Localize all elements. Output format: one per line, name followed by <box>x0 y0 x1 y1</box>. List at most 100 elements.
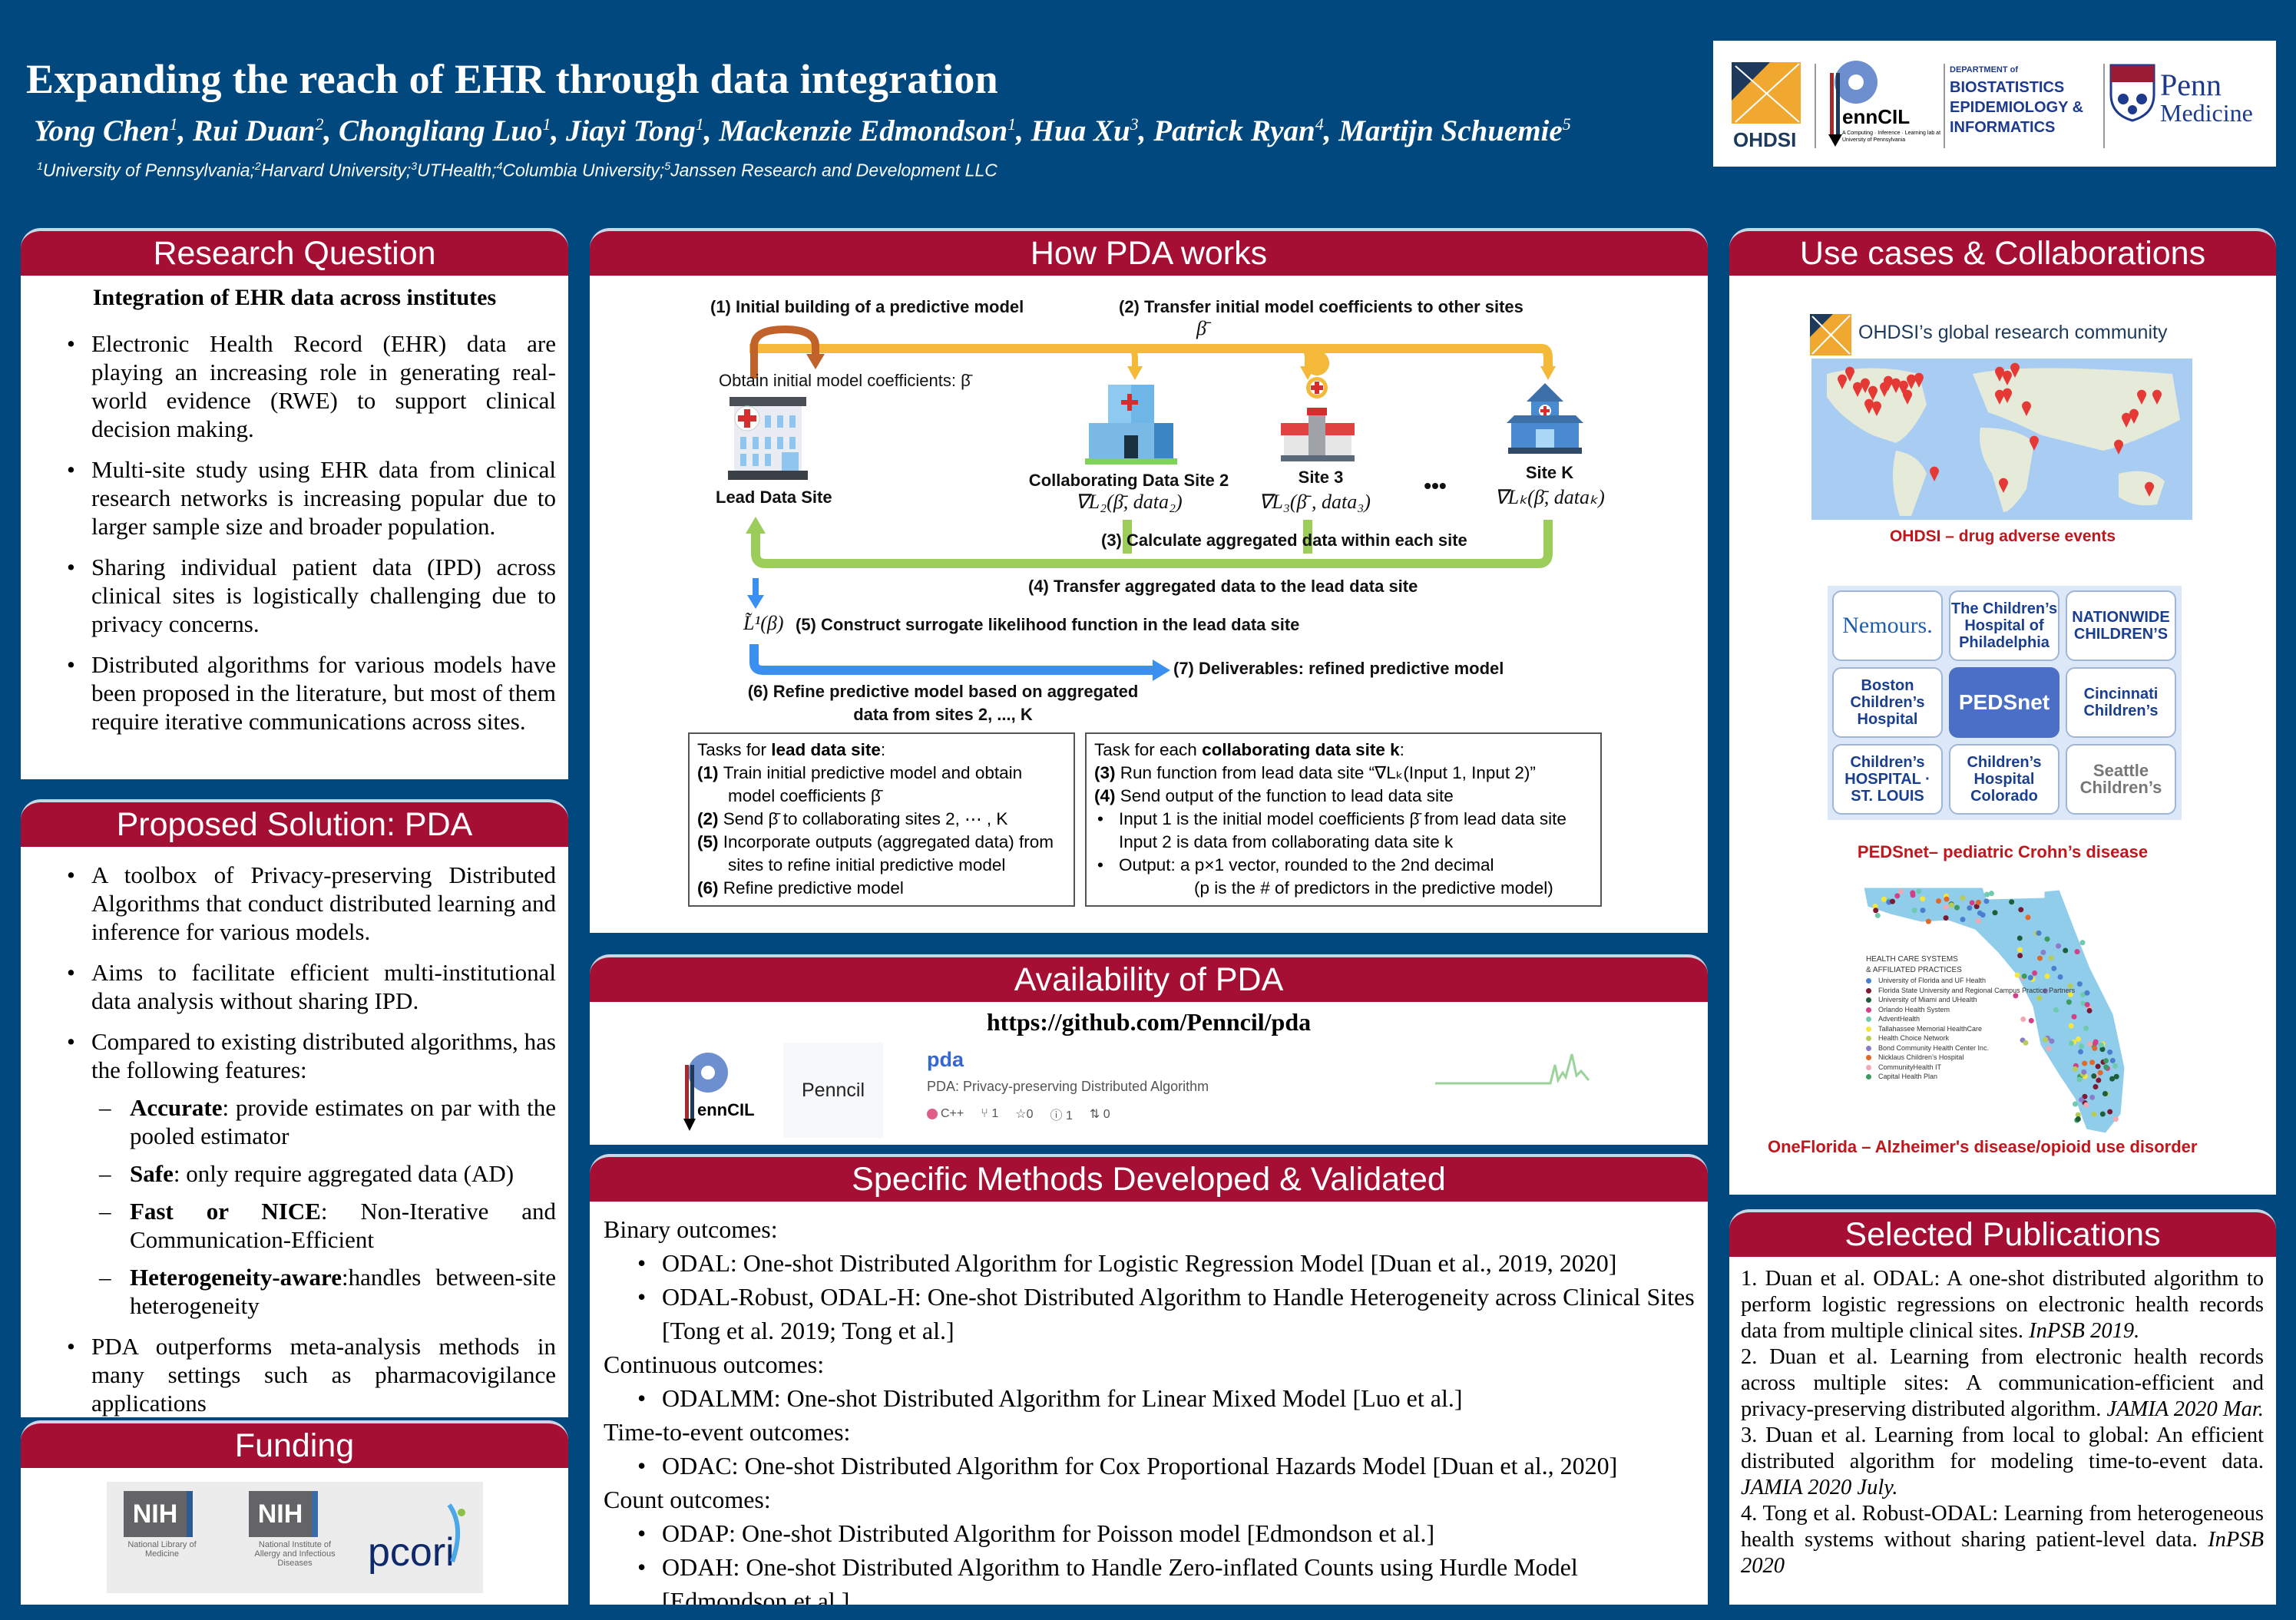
task-text: (p is the # of predictors in the predict… <box>1194 878 1553 898</box>
task-heading: Tasks for lead data site: <box>697 739 1066 762</box>
step6-line: (6) Refine predictive model based on agg… <box>747 682 1139 701</box>
collaborating-hospital-icon <box>1085 385 1177 465</box>
site-dot <box>2028 1017 2034 1023</box>
legend-item: Florida State University and Regional Ca… <box>1866 986 2075 996</box>
task-bullet-line: Input 2 is data from collaborating data … <box>1094 831 1593 854</box>
feature-desc: :handles between-site heterogeneity <box>130 1264 556 1319</box>
legend-item: AdventHealth <box>1866 1014 2075 1024</box>
svg-text:ennCIL: ennCIL <box>697 1100 755 1119</box>
site-dot <box>2057 974 2063 980</box>
site-dot <box>2032 970 2038 976</box>
site2-function: ∇L₂(β̄, data₂) <box>1075 491 1183 513</box>
site-dot <box>2016 935 2023 941</box>
ohdsi-caption: OHDSI – drug adverse events <box>1889 527 2116 545</box>
partner-logo: Nemours. <box>1832 590 1943 661</box>
legend-item: Nicklaus Children’s Hospital <box>1866 1053 2075 1063</box>
legend-dot-icon <box>1866 1045 1871 1051</box>
site-dot <box>1936 898 1942 904</box>
author-affil-sup: 3 <box>1130 114 1139 134</box>
arrowhead-icon <box>806 354 825 369</box>
arrowhead-icon <box>1540 366 1556 380</box>
site-dot <box>2036 995 2043 1001</box>
author-name: Yong Chen <box>34 114 170 147</box>
feature-item: Fast or NICE: Non-Iterative and Communic… <box>91 1197 556 1254</box>
legend-dot-icon <box>1866 1026 1871 1032</box>
repo-name-link[interactable]: pda <box>927 1048 964 1071</box>
task-line: (4) Send output of the function to lead … <box>1094 785 1593 808</box>
step4-label: (4) Transfer aggregated data to the lead… <box>1028 577 1418 596</box>
aggregate-return-arrow <box>751 520 1553 568</box>
site-dot <box>2067 991 2073 997</box>
collab-site-tasks-box: Task for each collaborating data site k:… <box>1085 732 1602 907</box>
step7-label: (7) Deliverables: refined predictive mod… <box>1173 659 1504 678</box>
site-dot <box>1992 910 1998 916</box>
location-pin-icon <box>1903 389 1912 405</box>
publication-item: 3. Duan et al. Learning from local to gl… <box>1741 1423 2264 1501</box>
task-number: (4) <box>1094 786 1120 805</box>
partner-logo: PEDSnet <box>1949 667 2059 738</box>
location-pin-icon <box>1999 478 2008 493</box>
site-dot <box>1975 917 1981 924</box>
pull-request-icon: ⇅ <box>1089 1108 1100 1121</box>
nih-mark: NIH <box>124 1491 193 1537</box>
author-name: Rui Duan <box>193 114 316 147</box>
task-text: Output: a p×1 vector, rounded to the 2nd… <box>1119 855 1494 874</box>
initial-model-loop-arrow <box>750 325 819 379</box>
pulls-stat[interactable]: ⇅ 0 <box>1090 1106 1110 1122</box>
site-dot <box>2080 1000 2086 1007</box>
method-group-label: Time-to-event outcomes: <box>604 1418 851 1446</box>
bullet-item: Compared to existing distributed algorit… <box>21 1027 568 1320</box>
site-dot <box>2112 1063 2119 1069</box>
location-pin-icon <box>2114 439 2123 455</box>
step6-line: data from sites 2, ..., K <box>853 705 1033 724</box>
penncil-tagline: A Computing · Inference · Learning lab a… <box>1842 131 1941 143</box>
site-dot <box>1960 917 1966 923</box>
beta-label: β̄ <box>1196 317 1206 339</box>
surrogate-symbol: L̃¹(β) <box>743 612 784 634</box>
site-dot <box>1916 888 1922 894</box>
stars-stat[interactable]: ☆0 <box>1015 1106 1033 1122</box>
issues-count: 1 <box>1065 1109 1073 1122</box>
method-group-label: Continuous outcomes: <box>604 1351 825 1378</box>
forks-stat[interactable]: ⑂ 1 <box>981 1107 998 1121</box>
author-affil-sup: 1 <box>542 114 551 134</box>
issue-icon: ⓘ <box>1050 1109 1063 1122</box>
site-dot <box>2044 936 2050 942</box>
site-dot <box>2051 965 2057 971</box>
site-dot <box>2056 943 2062 949</box>
legend-item: Capital Health Plan <box>1866 1072 2075 1082</box>
site-dot <box>2099 1111 2106 1117</box>
site-dot <box>1983 898 1990 904</box>
niaid-label: National Institute of Allergy and Infect… <box>254 1540 336 1568</box>
author-affil-sup: 5 <box>1562 114 1571 134</box>
author-list: Yong Chen1, Rui Duan2, Chongliang Luo1, … <box>34 114 1571 147</box>
github-org-card[interactable]: Penncil <box>783 1043 883 1138</box>
affil-sup: 3 <box>411 160 418 172</box>
task-heading-bold: collaborating data site k <box>1202 740 1400 759</box>
github-url-link[interactable]: https://github.com/Penncil/pda <box>986 1008 1312 1036</box>
location-pin-icon <box>1853 382 1862 397</box>
publication-list: 1. Duan et al. ODAL: A one-shot distribu… <box>1729 1257 2276 1579</box>
nih-mark: NIH <box>249 1491 318 1537</box>
task-text: Incorporate outputs (aggregated data) fr… <box>723 832 1054 851</box>
location-pin-icon <box>1914 372 1924 388</box>
location-pin-icon <box>2003 388 2012 403</box>
affil-name: Janssen Research and Development LLC <box>670 160 997 180</box>
site-dot <box>2067 983 2073 989</box>
divider <box>1815 64 1816 148</box>
funding-panel: Funding NIH National Library of Medicine… <box>21 1420 568 1605</box>
author-name: Chongliang Luo <box>339 114 543 147</box>
site-dot <box>2096 1077 2102 1083</box>
site-dot <box>2037 955 2043 961</box>
site-dot <box>2017 947 2023 953</box>
refine-arrow <box>749 644 1154 675</box>
publication-text: 1. Duan et al. ODAL: A one-shot distribu… <box>1741 1267 2264 1343</box>
dbei-line: BIOSTATISTICS <box>1950 79 2065 96</box>
bullet-item: Sharing individual patient data (IPD) ac… <box>21 553 568 638</box>
legend-item: Health Choice Network <box>1866 1033 2075 1043</box>
publication-venue: InPSB 2019. <box>2029 1319 2140 1343</box>
panel-header: Specific Methods Developed & Validated <box>590 1157 1708 1202</box>
bullet-item: Multi-site study using EHR data from cli… <box>21 455 568 541</box>
arrowhead-icon <box>1127 366 1143 380</box>
issues-stat[interactable]: ⓘ 1 <box>1050 1105 1072 1123</box>
